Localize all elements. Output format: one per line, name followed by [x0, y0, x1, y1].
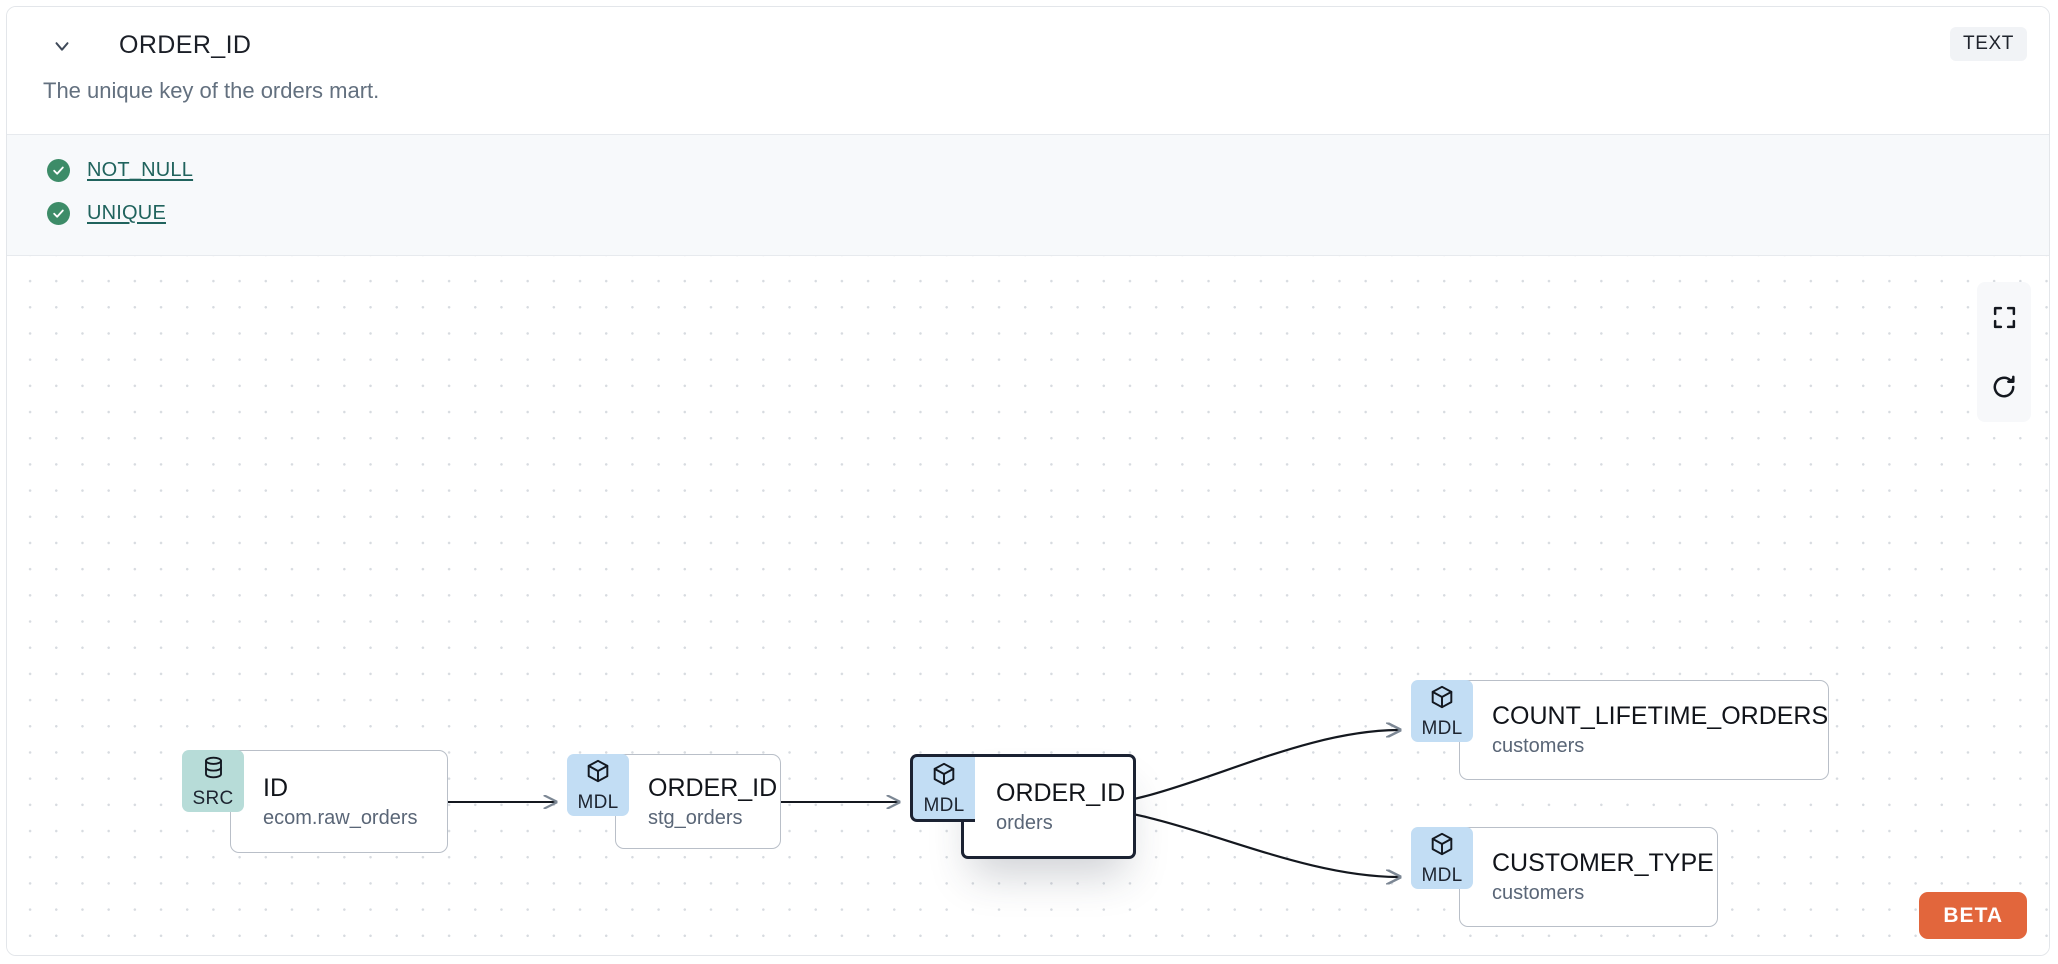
node-body: ID ecom.raw_orders [230, 750, 448, 853]
test-link-unique[interactable]: UNIQUE [87, 202, 166, 224]
graph-controls [1977, 282, 2031, 422]
cube-icon [931, 761, 957, 792]
panel-header: ORDER_ID TEXT The unique key of the orde… [7, 7, 2049, 134]
node-table-name: stg_orders [648, 806, 743, 829]
cube-icon [1429, 831, 1455, 862]
node-table-name: ecom.raw_orders [263, 806, 418, 829]
node-column-name: CUSTOMER_TYPE [1492, 849, 1714, 878]
node-column-name: ID [263, 773, 288, 802]
page-title: ORDER_ID [119, 31, 252, 59]
model-badge-label: MDL [577, 792, 619, 813]
lineage-node-stg-orders[interactable]: MDL ORDER_ID stg_orders [567, 754, 781, 849]
database-icon [201, 755, 226, 785]
model-badge: MDL [910, 754, 975, 822]
node-table-name: orders [996, 811, 1053, 834]
lineage-node-count-lifetime-orders[interactable]: MDL COUNT_LIFETIME_ORDERS customers [1411, 680, 1829, 780]
source-badge-label: SRC [192, 787, 234, 809]
chevron-down-icon[interactable] [49, 33, 75, 59]
node-body: CUSTOMER_TYPE customers [1459, 827, 1718, 927]
check-circle-icon [47, 202, 70, 225]
header-title-row: ORDER_ID [7, 7, 2049, 60]
node-table-name: customers [1492, 882, 1585, 905]
node-column-name: ORDER_ID [996, 778, 1126, 807]
cube-icon [585, 758, 611, 789]
lineage-node-id[interactable]: SRC ID ecom.raw_orders [182, 750, 448, 853]
model-badge-label: MDL [923, 795, 965, 816]
tests-section: NOT_NULL UNIQUE [7, 134, 2049, 256]
node-column-name: ORDER_ID [648, 773, 778, 802]
test-row: UNIQUE [7, 192, 2049, 235]
model-badge-label: MDL [1421, 718, 1463, 739]
node-body: ORDER_ID orders [961, 754, 1136, 859]
model-badge-label: MDL [1421, 865, 1463, 886]
node-body: ORDER_ID stg_orders [615, 754, 781, 849]
node-body: COUNT_LIFETIME_ORDERS customers [1459, 680, 1829, 780]
test-row: NOT_NULL [7, 149, 2049, 192]
refresh-button[interactable] [1977, 352, 2031, 422]
column-type-badge: TEXT [1950, 27, 2027, 61]
refresh-icon [1991, 374, 2017, 400]
lineage-node-orders-selected[interactable]: MDL ORDER_ID orders [910, 754, 1136, 859]
model-badge: MDL [1411, 827, 1473, 889]
check-circle-icon [47, 159, 70, 182]
beta-badge[interactable]: BETA [1919, 892, 2027, 939]
column-detail-panel: ORDER_ID TEXT The unique key of the orde… [6, 6, 2050, 956]
node-column-name: COUNT_LIFETIME_ORDERS [1492, 702, 1829, 731]
model-badge: MDL [567, 754, 629, 816]
model-badge: MDL [1411, 680, 1473, 742]
node-table-name: customers [1492, 735, 1585, 758]
source-badge: SRC [182, 750, 244, 812]
column-description: The unique key of the orders mart. [43, 78, 380, 103]
cube-icon [1429, 684, 1455, 715]
lineage-node-customer-type[interactable]: MDL CUSTOMER_TYPE customers [1411, 827, 1718, 927]
fullscreen-button[interactable] [1977, 282, 2031, 352]
lineage-graph-canvas[interactable]: SRC ID ecom.raw_orders [7, 256, 2049, 955]
fullscreen-icon [1992, 305, 2017, 330]
test-link-not-null[interactable]: NOT_NULL [87, 159, 194, 181]
